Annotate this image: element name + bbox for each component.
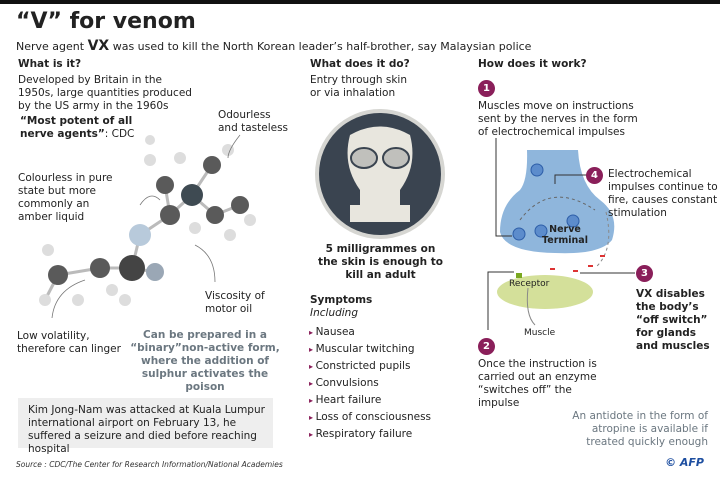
entry-text: Entry through skin or via inhalation [310, 74, 407, 99]
subtitle-post: was used to kill the North Korean leader… [109, 40, 532, 53]
news-box: Kim Jong-Nam was attacked at Kuala Lumpu… [18, 398, 273, 455]
source-note: Source : CDC/The Center for Research Inf… [16, 460, 283, 469]
diagram-arrows [487, 138, 635, 330]
subtitle-pre: Nerve agent [16, 40, 88, 53]
what-is-it-text: Developed by Britain in the 1950s, large… [18, 74, 192, 112]
binary-note: Can be prepared in a “binary”non-active … [130, 329, 280, 393]
symptom-item: Nausea [309, 326, 431, 343]
top-rule [0, 0, 720, 4]
receptor-label: Receptor [509, 279, 550, 289]
dose-text: 5 milligrammes on the skin is enough to … [318, 243, 443, 281]
cdc-quote: “Most potent of all nerve agents”: CDC [20, 115, 150, 141]
symptom-item: Loss of consciousness [309, 411, 431, 428]
step-4-badge: 4 [586, 167, 603, 184]
symptom-item: Respiratory failure [309, 428, 431, 445]
label-colourless: Colourless in pure state but more common… [18, 172, 113, 223]
subtitle-bold: VX [87, 38, 110, 54]
nerve-terminal-diagram [497, 150, 615, 309]
muscle-shape [497, 275, 593, 309]
what-does-it-do-heading: What does it do? [310, 58, 410, 70]
step-2-text: Once the instruction is carried out an e… [478, 358, 597, 409]
step-1-text: Muscles move on instructions sent by the… [478, 100, 638, 138]
how-heading: How does it work? [478, 58, 587, 70]
callout-lines [51, 134, 241, 319]
symptom-item: Convulsions [309, 377, 431, 394]
label-odourless: Odourless and tasteless [218, 109, 289, 134]
symptom-item: Constricted pupils [309, 360, 431, 377]
label-volatility: Low volatility, therefore can linger [17, 330, 121, 355]
nerve-terminal-label: Nerve Terminal [542, 224, 588, 246]
subtitle: Nerve agent VX was used to kill the Nort… [16, 38, 531, 54]
step-1-badge: 1 [478, 80, 495, 97]
what-is-it-heading: What is it? [18, 58, 82, 70]
symptom-item: Heart failure [309, 394, 431, 411]
symptoms-list: Nausea Muscular twitching Constricted pu… [309, 326, 431, 445]
step-2-badge: 2 [478, 338, 495, 355]
quote-bold: “Most potent of all nerve agents” [20, 115, 133, 140]
step-3-text: VX disables the body’s “off switch” for … [636, 288, 710, 352]
muscle-label: Muscle [524, 328, 556, 338]
molecule-atoms [39, 135, 256, 306]
step-3-badge: 3 [636, 265, 653, 282]
symptom-item: Muscular twitching [309, 343, 431, 360]
quote-source: : CDC [104, 128, 135, 140]
afp-credit: © AFP [665, 456, 704, 469]
gas-mask-icon [315, 109, 445, 239]
step-4-text: Electrochemical impulses continue to fir… [608, 168, 718, 219]
page-title: “V” for venom [16, 9, 196, 34]
antidote-note: An antidote in the form of atropine is a… [572, 410, 708, 448]
receptor-mark [516, 273, 522, 278]
symptoms-subheading: Including [310, 307, 358, 319]
label-viscosity: Viscosity of motor oil [205, 290, 265, 315]
symptoms-heading: Symptoms [310, 294, 373, 306]
